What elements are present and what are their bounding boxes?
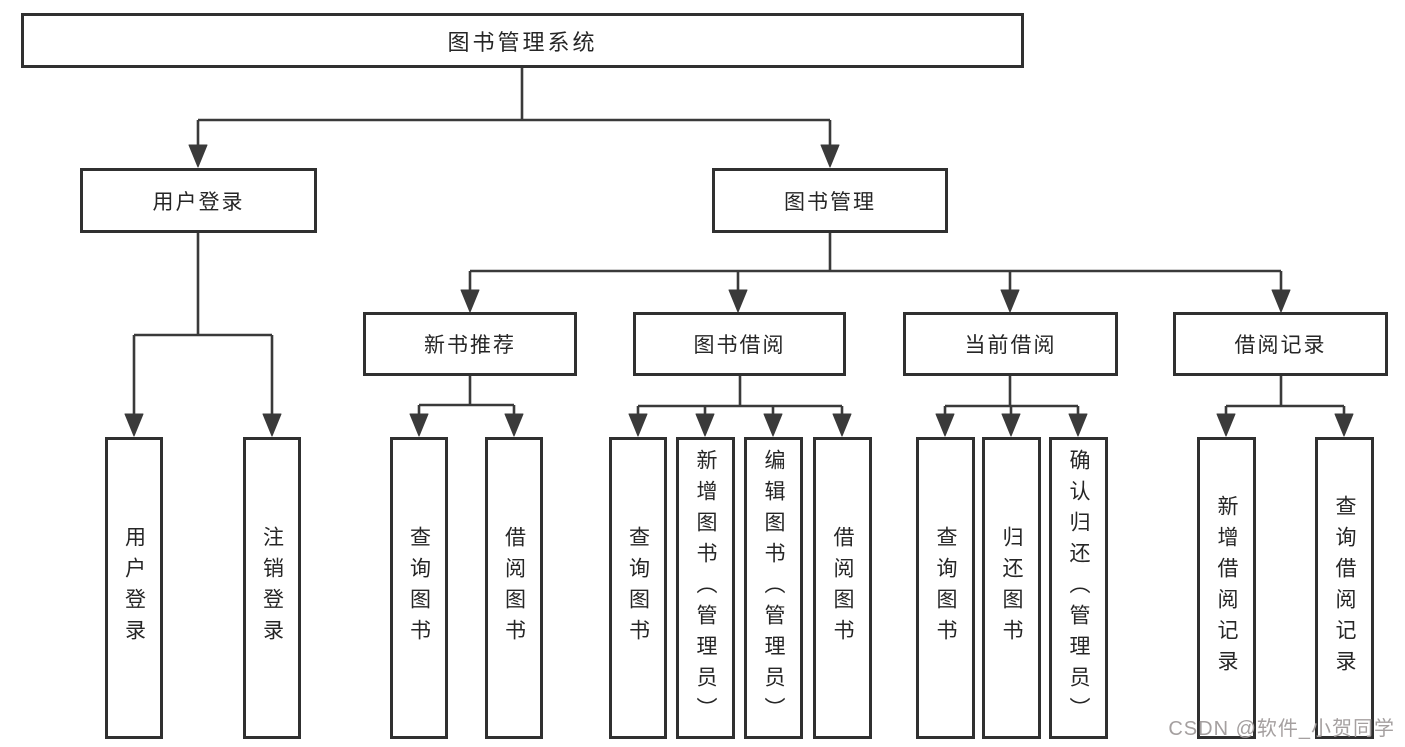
- leaf-confirm-return-admin-label: 确认归还（管理员）: [1067, 448, 1090, 728]
- node-current-borrowing-label: 当前借阅: [964, 334, 1057, 357]
- node-new-book-recommend: 新书推荐: [363, 312, 577, 376]
- leaf-query-borrow-record-label: 查询借阅记录: [1333, 495, 1356, 681]
- leaf-confirm-return-admin: 确认归还（管理员）: [1049, 437, 1108, 739]
- node-book-borrowing-label: 图书借阅: [693, 334, 786, 357]
- node-borrowing-records-label: 借阅记录: [1234, 334, 1327, 357]
- leaf-query-books-current: 查询图书: [916, 437, 975, 739]
- leaf-add-borrow-record-label: 新增借阅记录: [1215, 495, 1238, 681]
- node-book-management-label: 图书管理: [784, 190, 876, 214]
- leaf-query-borrow-record: 查询借阅记录: [1315, 437, 1374, 739]
- leaf-user-login-label: 用户登录: [122, 526, 146, 650]
- leaf-logout-label: 注销登录: [260, 526, 284, 650]
- leaf-add-books-admin: 新增图书（管理员）: [676, 437, 735, 739]
- leaf-edit-books-admin: 编辑图书（管理员）: [744, 437, 803, 739]
- leaf-return-books: 归还图书: [982, 437, 1041, 739]
- leaf-query-books-recommend: 查询图书: [390, 437, 448, 739]
- leaf-borrow-books-recommend-label: 借阅图书: [502, 526, 526, 650]
- leaf-query-books-borrowing: 查询图书: [609, 437, 667, 739]
- leaf-add-books-admin-label: 新增图书（管理员）: [694, 448, 717, 728]
- leaf-borrow-books-borrowing: 借阅图书: [813, 437, 872, 739]
- leaf-return-books-label: 归还图书: [1000, 526, 1023, 650]
- node-root-label: 图书管理系统: [447, 29, 598, 55]
- leaf-query-books-borrowing-label: 查询图书: [626, 526, 650, 650]
- leaf-borrow-books-borrowing-label: 借阅图书: [831, 526, 854, 650]
- leaf-user-login: 用户登录: [105, 437, 163, 739]
- node-user-login: 用户登录: [80, 168, 317, 233]
- node-book-management: 图书管理: [712, 168, 948, 233]
- leaf-add-borrow-record: 新增借阅记录: [1197, 437, 1256, 739]
- node-book-borrowing: 图书借阅: [633, 312, 846, 376]
- leaf-borrow-books-recommend: 借阅图书: [485, 437, 543, 739]
- node-new-book-recommend-label: 新书推荐: [424, 334, 516, 357]
- node-user-login-label: 用户登录: [152, 190, 245, 214]
- leaf-edit-books-admin-label: 编辑图书（管理员）: [762, 448, 785, 728]
- node-borrowing-records: 借阅记录: [1173, 312, 1388, 376]
- leaf-query-books-current-label: 查询图书: [934, 526, 957, 650]
- leaf-query-books-recommend-label: 查询图书: [407, 526, 431, 650]
- csdn-watermark: CSDN @软件_小贺同学: [1168, 718, 1395, 740]
- leaf-logout: 注销登录: [243, 437, 301, 739]
- node-root-system: 图书管理系统: [21, 13, 1024, 68]
- node-current-borrowing: 当前借阅: [903, 312, 1118, 376]
